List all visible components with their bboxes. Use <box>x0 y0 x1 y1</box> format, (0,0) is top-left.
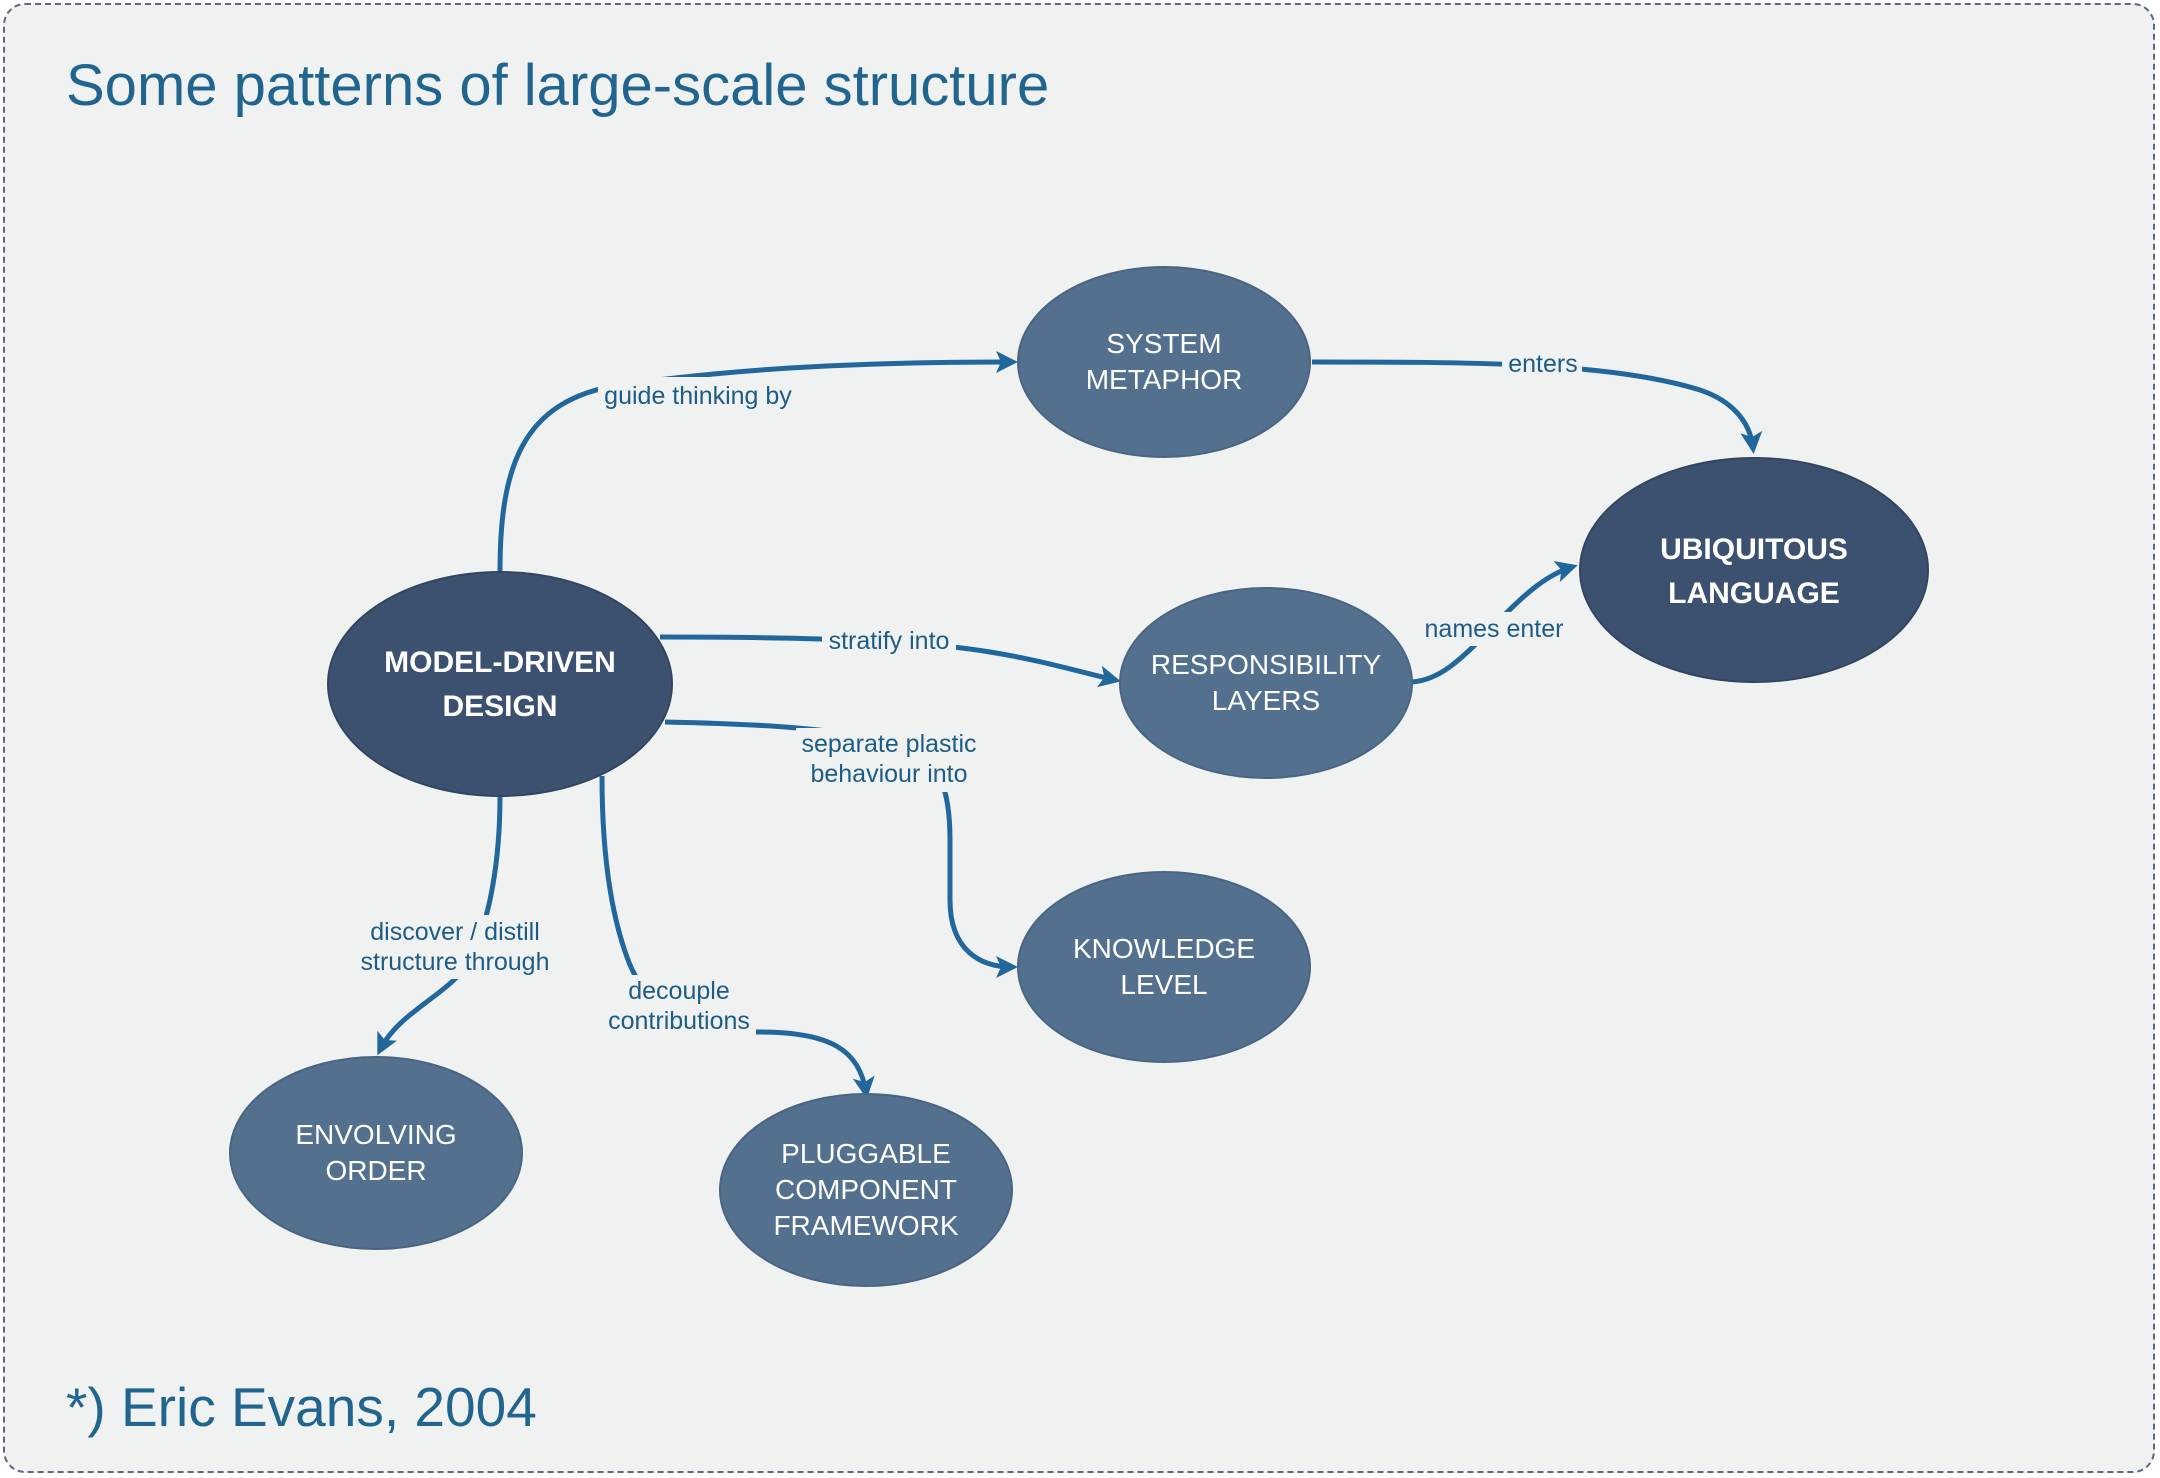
svg-text:names enter: names enter <box>1425 615 1564 643</box>
edge-label-decouple-contributions: decouple contributions <box>602 975 756 1039</box>
svg-text:behaviour into: behaviour into <box>810 760 967 788</box>
edge-label-stratify-into: stratify into <box>822 624 956 658</box>
svg-text:KNOWLEDGE: KNOWLEDGE <box>1073 933 1255 964</box>
edge-labels-layer: guide thinking by enters stratify into n… <box>354 346 1582 1039</box>
svg-text:separate plastic: separate plastic <box>801 730 976 758</box>
svg-text:decouple: decouple <box>628 977 729 1005</box>
svg-text:MODEL-DRIVEN: MODEL-DRIVEN <box>384 646 616 679</box>
edge-label-separate-plastic: separate plastic behaviour into <box>796 728 982 792</box>
svg-text:ENVOLVING: ENVOLVING <box>295 1119 456 1150</box>
edge-label-names-enter: names enter <box>1420 612 1568 646</box>
node-responsibility-layers: RESPONSIBILITY LAYERS <box>1119 587 1413 779</box>
edge-enters <box>1311 359 1763 454</box>
node-pluggable-component-framework: PLUGGABLE COMPONENT FRAMEWORK <box>719 1093 1013 1287</box>
edge-label-guide-thinking-by: guide thinking by <box>598 377 798 411</box>
svg-text:ORDER: ORDER <box>325 1155 426 1186</box>
svg-text:LEVEL: LEVEL <box>1120 969 1207 1000</box>
svg-text:METAPHOR: METAPHOR <box>1086 364 1243 395</box>
node-envolving-order: ENVOLVING ORDER <box>229 1056 523 1250</box>
edge-label-enters: enters <box>1502 346 1582 378</box>
nodes-layer: MODEL-DRIVEN DESIGN UBIQUITOUS LANGUAGE … <box>229 266 1929 1287</box>
svg-text:UBIQUITOUS: UBIQUITOUS <box>1660 533 1848 566</box>
edge-label-discover-distill: discover / distill structure through <box>354 915 556 979</box>
node-system-metaphor: SYSTEM METAPHOR <box>1017 266 1311 458</box>
svg-text:LANGUAGE: LANGUAGE <box>1668 577 1840 610</box>
svg-text:FRAMEWORK: FRAMEWORK <box>773 1210 958 1241</box>
svg-text:COMPONENT: COMPONENT <box>775 1174 957 1205</box>
svg-text:DESIGN: DESIGN <box>442 690 557 723</box>
svg-text:PLUGGABLE: PLUGGABLE <box>781 1138 951 1169</box>
svg-text:discover / distill: discover / distill <box>370 918 540 946</box>
credit-note: *) Eric Evans, 2004 <box>66 1376 537 1438</box>
svg-text:guide thinking by: guide thinking by <box>604 382 792 410</box>
svg-text:structure through: structure through <box>361 948 550 976</box>
svg-text:contributions: contributions <box>608 1007 750 1035</box>
svg-text:SYSTEM: SYSTEM <box>1106 328 1221 359</box>
node-model-driven-design: MODEL-DRIVEN DESIGN <box>327 571 673 797</box>
svg-text:enters: enters <box>1508 350 1577 378</box>
edge-decouple-contributions <box>599 775 875 1099</box>
svg-text:LAYERS: LAYERS <box>1212 685 1320 716</box>
edge-stratify-into <box>659 634 1121 688</box>
diagram-title: Some patterns of large-scale structure <box>66 53 1050 118</box>
svg-text:stratify into: stratify into <box>829 627 950 655</box>
node-ubiquitous-language: UBIQUITOUS LANGUAGE <box>1579 457 1929 683</box>
node-knowledge-level: KNOWLEDGE LEVEL <box>1017 871 1311 1063</box>
svg-text:RESPONSIBILITY: RESPONSIBILITY <box>1151 649 1382 680</box>
